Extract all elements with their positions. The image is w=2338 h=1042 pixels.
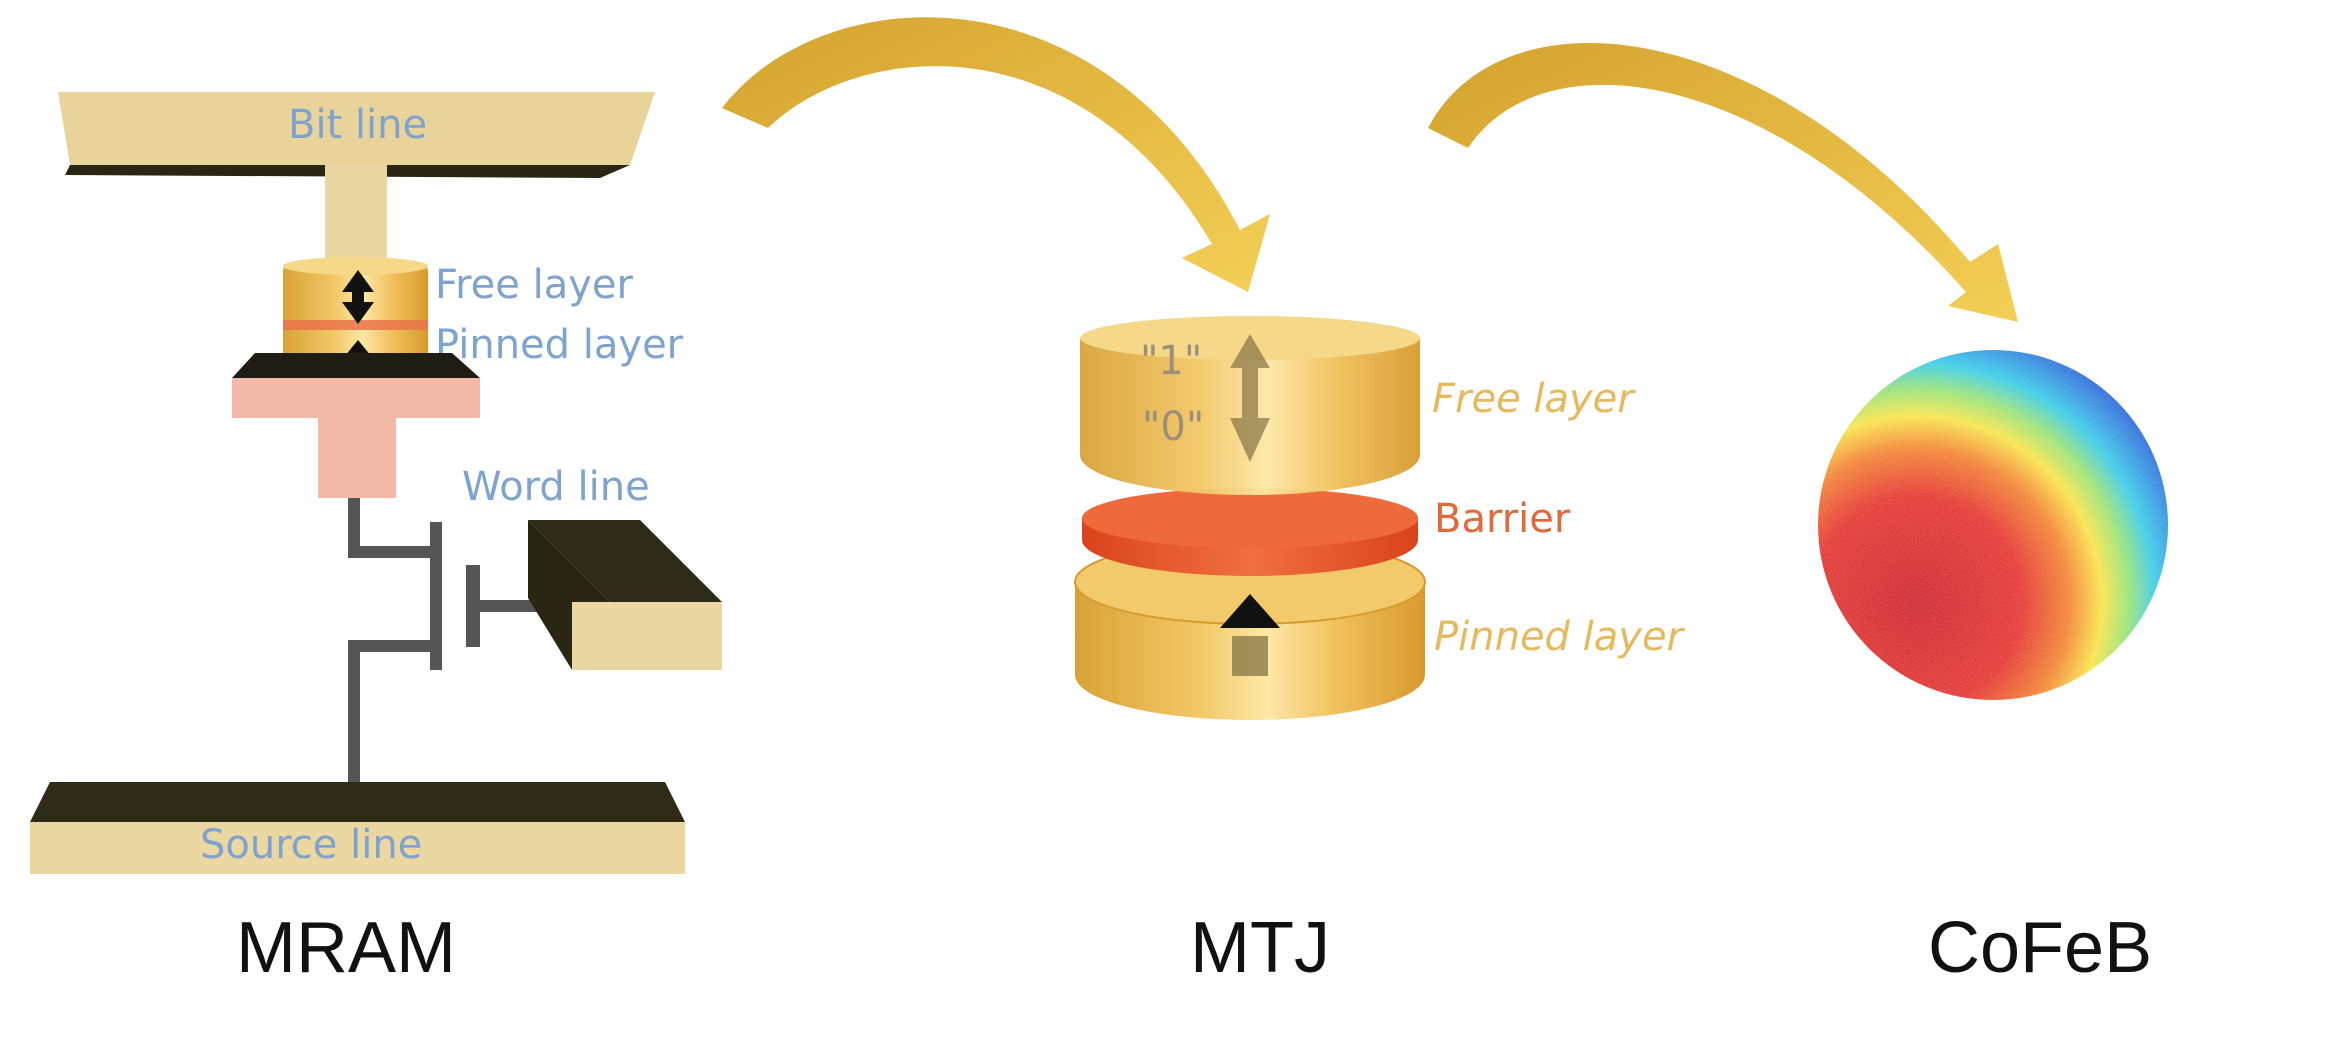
- mtj-pinned-layer-label: Pinned layer: [1434, 614, 1686, 660]
- bit-line-label: Bit line: [288, 102, 427, 148]
- mtj-barrier-label: Barrier: [1434, 496, 1571, 542]
- cofeb-caption: CoFeB: [1928, 908, 2152, 988]
- source-line: [30, 782, 685, 874]
- mram-mtj-stack: [283, 257, 428, 373]
- bit-line: [58, 92, 655, 270]
- mtj-caption: MTJ: [1190, 908, 1330, 988]
- arrow-mram-to-mtj: [722, 17, 1270, 292]
- state-one-label: "1": [1140, 338, 1202, 384]
- word-line-block: [528, 520, 722, 670]
- mram-caption: MRAM: [236, 908, 456, 988]
- mtj-barrier: [1082, 488, 1418, 576]
- cofeb-magnetization-map: [1818, 350, 2168, 700]
- bottom-electrode: [232, 353, 480, 498]
- mtj-free-layer: [1080, 316, 1420, 495]
- mram-cell: Bit line Free layer Pinned layer Wo: [30, 92, 722, 874]
- mtj-free-layer-label: Free layer: [1432, 376, 1636, 422]
- word-line-label: Word line: [462, 464, 650, 510]
- state-zero-label: "0": [1142, 404, 1204, 450]
- arrow-mtj-to-cofeb: [1428, 42, 2018, 323]
- mtj-device: "1" "0" Free layer Barrier Pinned layer: [1074, 316, 1686, 720]
- mram-pinned-layer-label: Pinned layer: [435, 322, 684, 368]
- source-line-label: Source line: [200, 822, 422, 868]
- mram-free-layer-label: Free layer: [435, 262, 634, 308]
